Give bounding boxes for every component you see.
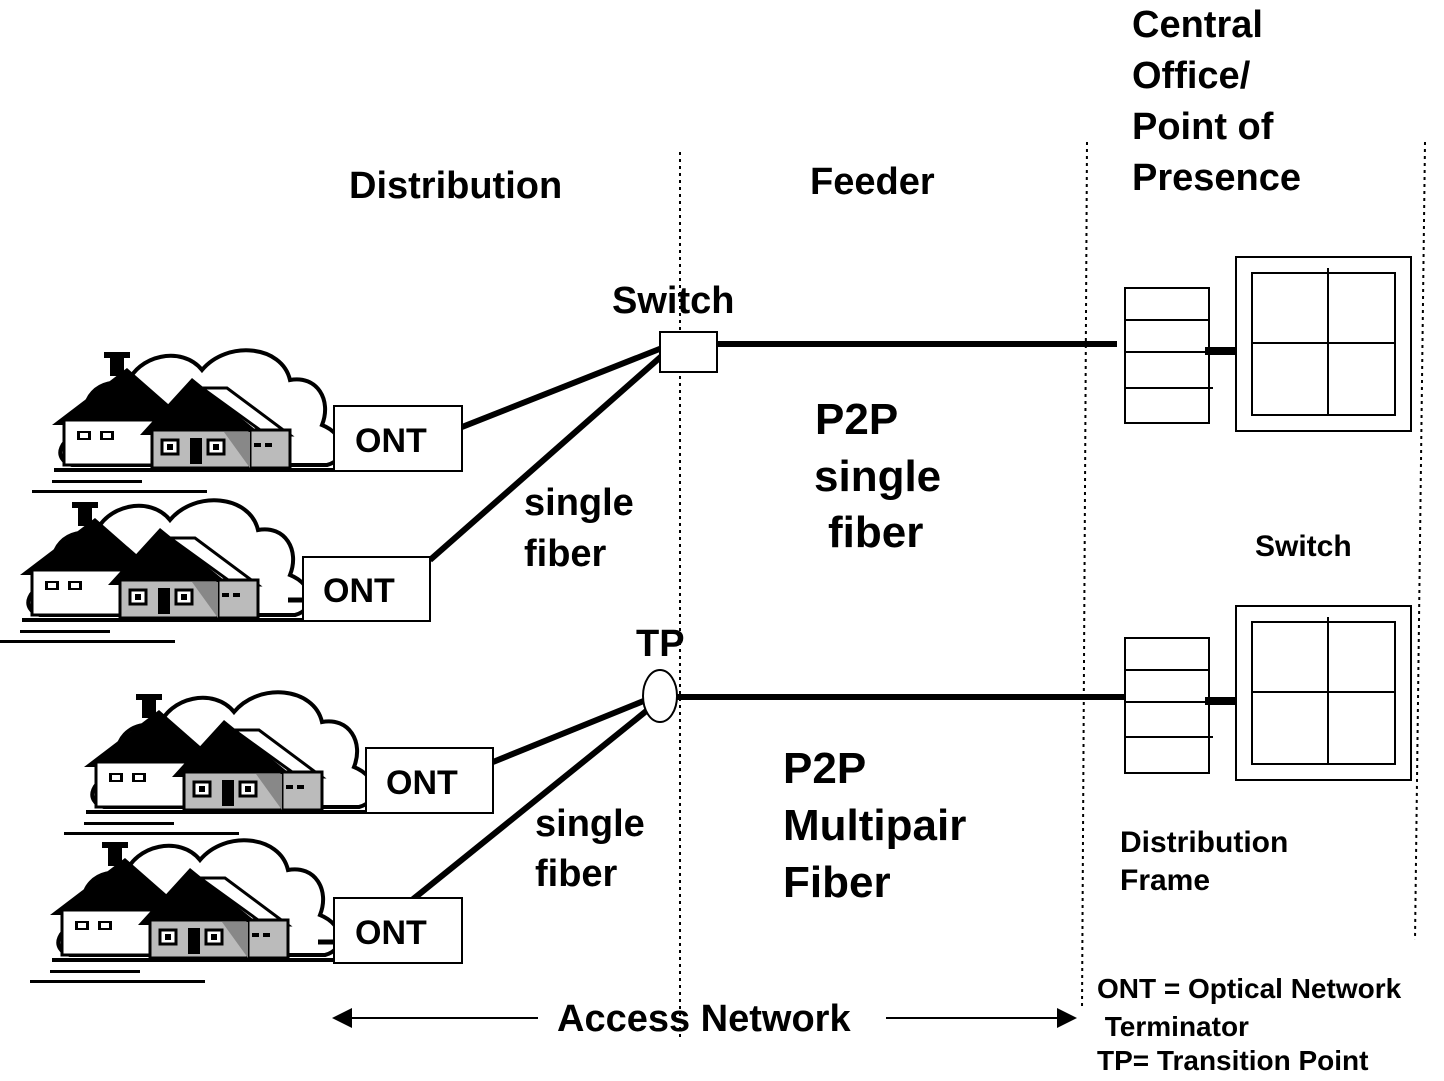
- ont-box: ONT: [333, 405, 463, 472]
- fiber-label-upper-line1: single: [524, 482, 634, 524]
- frame-switch-connector: [1205, 347, 1236, 355]
- house-icon: [0, 498, 334, 645]
- section-central-office-line1: Central: [1132, 4, 1263, 46]
- access-network-label: Access Network: [557, 998, 851, 1040]
- p2p-single-line2: single: [814, 452, 941, 501]
- co-switch-lower: [1235, 605, 1412, 781]
- section-central-office-line4: Presence: [1132, 157, 1301, 199]
- divider-feeder-central-office: [1081, 141, 1088, 1011]
- distribution-frame-lower: [1124, 637, 1213, 774]
- house-icon: [28, 838, 364, 985]
- p2p-single-line1: P2P: [815, 395, 898, 444]
- legend-line1: ONT = Optical Network: [1097, 973, 1402, 1004]
- p2p-multipair-line3: Fiber: [783, 858, 891, 907]
- ont-box: ONT: [302, 556, 431, 622]
- fiber-ont3-tp: [491, 697, 648, 765]
- p2p-single-line3: fiber: [828, 508, 923, 557]
- house-icon: [30, 348, 366, 495]
- tp-label: TP: [636, 623, 685, 665]
- p2p-multipair-line2: Multipair: [783, 801, 966, 850]
- p2p-multipair-line1: P2P: [783, 744, 866, 793]
- ont-box: ONT: [333, 897, 463, 964]
- fiber-label-upper-line2: fiber: [524, 533, 607, 575]
- section-central-office-line2: Office/: [1132, 55, 1251, 97]
- fiber-ont4-tp: [410, 705, 652, 903]
- section-feeder: Feeder: [810, 161, 935, 203]
- fiber-label-lower-line1: single: [535, 803, 645, 845]
- frame-switch-connector: [1205, 697, 1236, 705]
- ont-label: ONT: [323, 572, 395, 610]
- transition-point: [642, 669, 678, 723]
- switch-label-right: Switch: [1255, 530, 1352, 563]
- section-distribution: Distribution: [349, 165, 562, 207]
- distribution-frame-upper: [1124, 287, 1213, 424]
- divider-right-edge: [1414, 141, 1426, 941]
- ont-label: ONT: [355, 914, 427, 952]
- fiber-ont2-switch: [428, 351, 666, 563]
- legend-line3: TP= Transition Point: [1097, 1045, 1368, 1076]
- distribution-frame-label-line1: Distribution: [1120, 826, 1288, 859]
- fiber-label-lower-line2: fiber: [535, 853, 618, 895]
- legend-line2: Terminator: [1097, 1011, 1249, 1042]
- co-switch-upper: [1235, 256, 1412, 432]
- ont-box: ONT: [365, 747, 494, 814]
- distribution-frame-label-line2: Frame: [1120, 864, 1210, 897]
- fiber-ont1-switch: [460, 345, 664, 430]
- access-network-arrow: [332, 1008, 1077, 1028]
- switch-label-top: Switch: [612, 280, 734, 322]
- ont-label: ONT: [355, 422, 427, 460]
- house-icon: [62, 690, 398, 837]
- field-switch: [659, 331, 718, 373]
- ont-label: ONT: [386, 764, 458, 802]
- section-central-office-line3: Point of: [1132, 106, 1274, 148]
